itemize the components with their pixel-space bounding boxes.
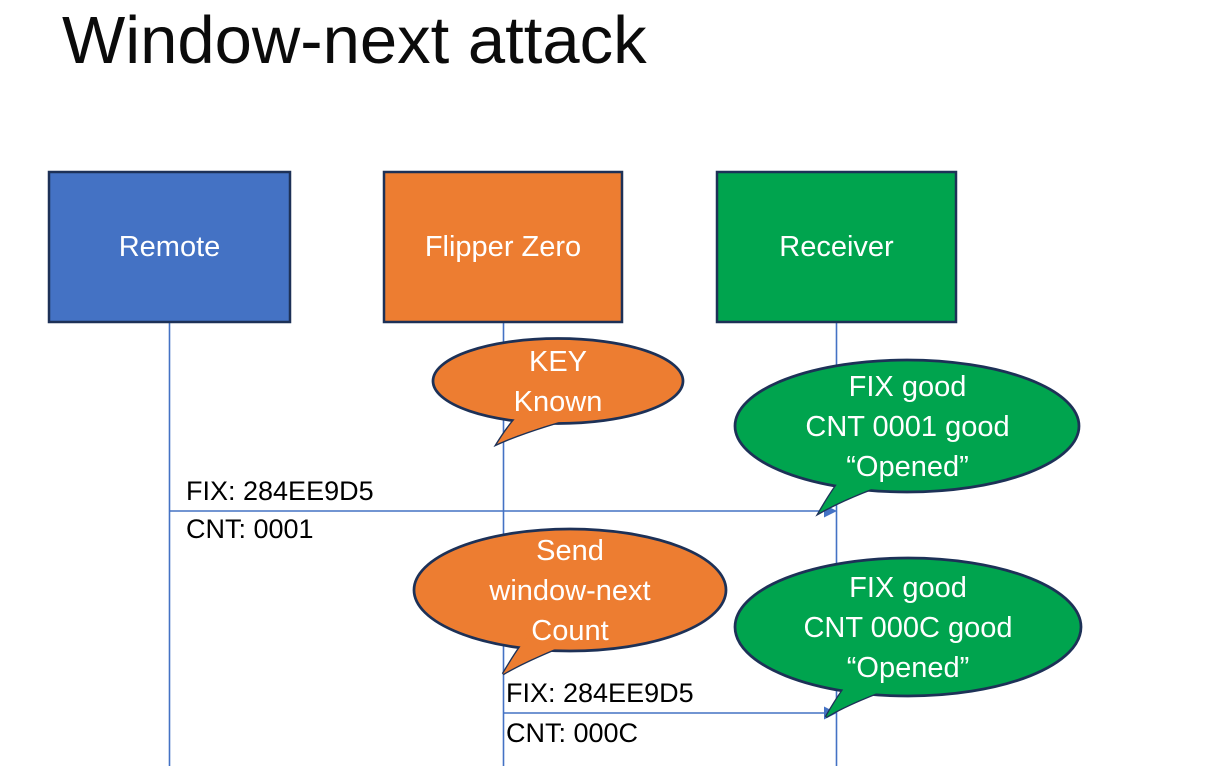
callout-1-bubble xyxy=(431,337,685,425)
callout-4-bubble xyxy=(733,556,1083,698)
callout-line: FIX good xyxy=(849,572,967,604)
callout-line: CNT 0001 good xyxy=(805,411,1010,443)
actor-box-flipper-zero xyxy=(382,170,624,324)
callout-key-known xyxy=(431,337,685,448)
slide-title: Window-next attack xyxy=(62,3,647,78)
callout-1-text: KEY Known xyxy=(433,342,683,422)
callout-2-bubble xyxy=(733,358,1081,494)
actor-label-remote: Remote xyxy=(118,230,221,263)
callout-line: Send xyxy=(536,535,604,567)
callout-fix-good-0001 xyxy=(733,358,1081,517)
actor-box-remote xyxy=(47,170,292,324)
message-2-fix-label: FIX: 284EE9D5 xyxy=(506,678,694,708)
callout-send-window-next xyxy=(412,527,728,676)
actor-label-receiver: Receiver xyxy=(779,230,894,263)
callout-line: CNT 000C good xyxy=(803,612,1013,644)
callout-2-text: FIX good CNT 0001 good “Opened” xyxy=(735,367,1080,487)
message-1-cnt-label: CNT: 0001 xyxy=(186,514,314,544)
callout-4-text: FIX good CNT 000C good “Opened” xyxy=(735,568,1081,688)
callout-line: Count xyxy=(531,615,609,647)
callout-1-tail-join xyxy=(497,402,598,444)
callout-line: “Opened” xyxy=(846,451,969,483)
message-2-cnt-label: CNT: 000C xyxy=(506,718,639,748)
actor-box-receiver xyxy=(715,170,958,324)
callout-2-tail-join xyxy=(819,464,917,513)
callout-line: Known xyxy=(513,386,603,418)
callout-fix-good-000c xyxy=(733,556,1083,719)
callout-line: FIX good xyxy=(848,371,967,403)
callout-line: window-next xyxy=(489,575,651,607)
callout-line: “Opened” xyxy=(846,652,970,684)
callout-line: KEY xyxy=(528,346,588,378)
callout-4-tail-join xyxy=(826,667,923,717)
callout-3-bubble xyxy=(412,527,728,653)
callout-3-tail-join xyxy=(503,622,607,674)
actor-label-flipper-zero: Flipper Zero xyxy=(424,230,582,263)
callout-3-text: Send window-next Count xyxy=(414,531,726,651)
message-1-fix-label: FIX: 284EE9D5 xyxy=(186,476,374,506)
